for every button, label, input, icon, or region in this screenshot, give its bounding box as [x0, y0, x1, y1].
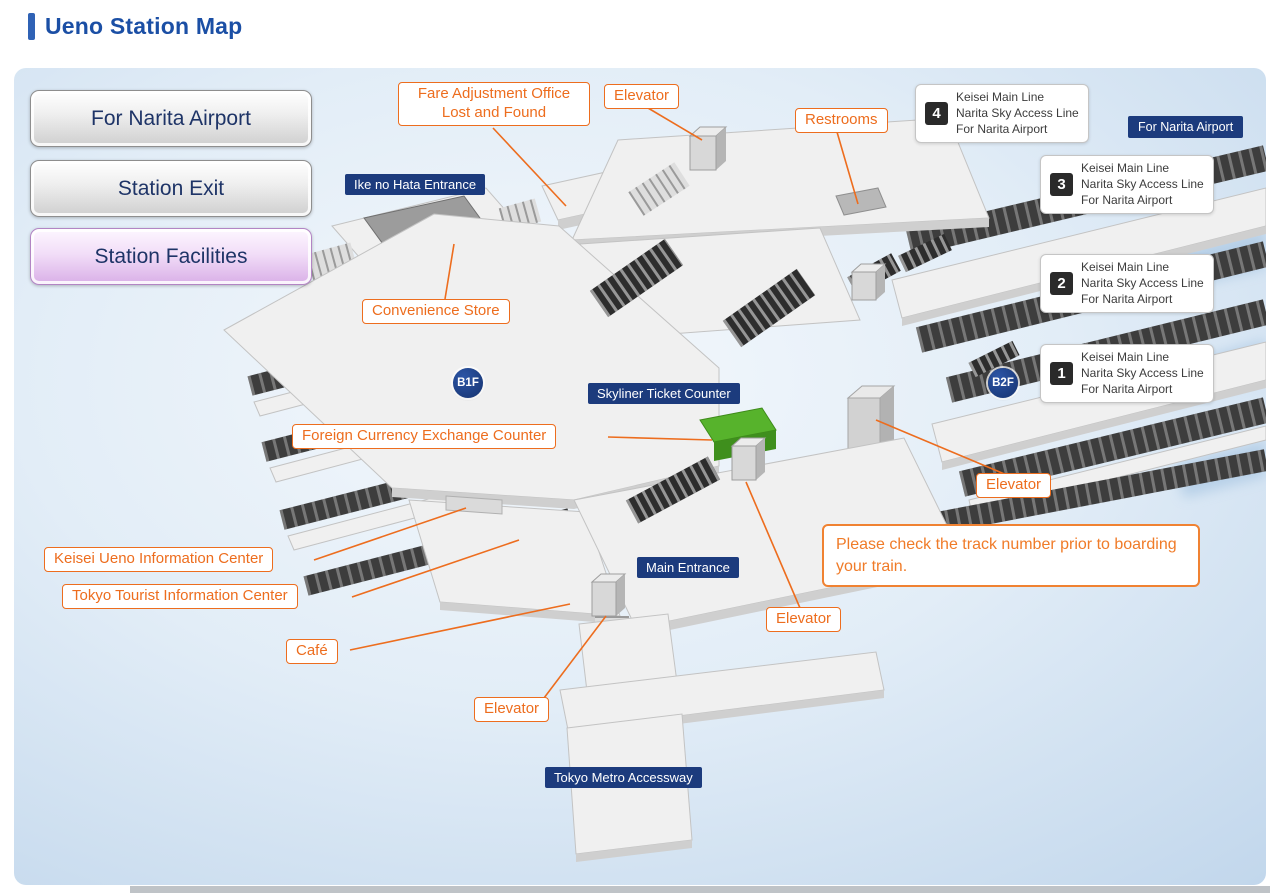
footer-edge	[130, 886, 1270, 893]
fare-office-line2: Lost and Found	[441, 103, 547, 121]
elevator-box-upper	[688, 126, 728, 171]
elevator-box-lower-left	[590, 573, 627, 617]
label-convenience-store: Convenience Store	[362, 299, 510, 324]
track-box-4: 4 Keisei Main Line Narita Sky Access Lin…	[915, 84, 1089, 144]
track-box-2: 2 Keisei Main Line Narita Sky Access Lin…	[1040, 254, 1214, 314]
label-tokyo-metro-accessway: Tokyo Metro Accessway	[545, 767, 702, 788]
track-1-line3: For Narita Airport	[1081, 381, 1173, 396]
bridge-escalators	[589, 238, 816, 348]
button-station-facilities[interactable]: Station Facilities	[30, 228, 312, 285]
label-elevator-right: Elevator	[976, 473, 1052, 498]
track-1-line1: Keisei Main Line	[1081, 350, 1170, 364]
label-restrooms: Restrooms	[795, 108, 888, 133]
label-currency-exchange: Foreign Currency Exchange Counter	[292, 424, 557, 449]
label-keisei-information-center: Keisei Ueno Information Center	[44, 547, 274, 572]
button-station-exit[interactable]: Station Exit	[30, 160, 312, 217]
title-accent-bar	[28, 13, 35, 40]
track-4-line3: For Narita Airport	[956, 121, 1048, 136]
label-cafe: Café	[286, 639, 338, 664]
track-2-line1: Keisei Main Line	[1081, 260, 1170, 274]
label-tokyo-tourist-information-center: Tokyo Tourist Information Center	[62, 584, 298, 609]
track-2-line3: For Narita Airport	[1081, 291, 1173, 306]
track-3-line2: Narita Sky Access Line	[1081, 176, 1204, 191]
metro-accessway	[559, 613, 885, 862]
label-elevator-lower-left: Elevator	[474, 697, 550, 722]
label-elevator-top: Elevator	[604, 84, 680, 109]
track-box-1: 1 Keisei Main Line Narita Sky Access Lin…	[1040, 344, 1214, 404]
floor-badge-b1f: B1F	[453, 368, 483, 398]
track-box-3: 3 Keisei Main Line Narita Sky Access Lin…	[1040, 155, 1214, 215]
label-elevator-center: Elevator	[766, 607, 842, 632]
station-map-panel: For Narita Airport Station Exit Station …	[14, 68, 1266, 885]
track-number-notice: Please check the track number prior to b…	[822, 524, 1200, 588]
label-fare-adjustment-office: Fare Adjustment Office Lost and Found	[398, 82, 590, 126]
elevator-box-deck-right	[850, 263, 887, 301]
track-1-line2: Narita Sky Access Line	[1081, 365, 1204, 380]
restrooms-structure	[835, 187, 887, 216]
track-3-line3: For Narita Airport	[1081, 192, 1173, 207]
callout-lines	[313, 107, 1015, 699]
elevator-box-counter	[730, 437, 767, 481]
page-title-text: Ueno Station Map	[45, 13, 243, 39]
track-4-line1: Keisei Main Line	[956, 90, 1045, 104]
page-title: Ueno Station Map	[28, 13, 242, 40]
label-main-entrance: Main Entrance	[637, 557, 739, 578]
platform-4-3	[891, 187, 1266, 319]
track-4-line2: Narita Sky Access Line	[956, 105, 1079, 120]
tag-for-narita-airport: For Narita Airport	[1128, 116, 1244, 138]
label-ike-no-hata-entrance: Ike no Hata Entrance	[345, 174, 486, 195]
track-number-3: 3	[1050, 173, 1073, 197]
label-skyliner-ticket-counter: Skyliner Ticket Counter	[588, 383, 740, 404]
button-for-narita-airport[interactable]: For Narita Airport	[30, 90, 312, 147]
track-3-line1: Keisei Main Line	[1081, 161, 1170, 175]
track-number-1: 1	[1050, 362, 1073, 386]
track-number-2: 2	[1050, 272, 1073, 296]
floor-badge-b2f: B2F	[988, 368, 1018, 398]
track-2-line2: Narita Sky Access Line	[1081, 275, 1204, 290]
fare-office-line1: Fare Adjustment Office	[417, 85, 571, 102]
track-number-4: 4	[925, 102, 948, 126]
